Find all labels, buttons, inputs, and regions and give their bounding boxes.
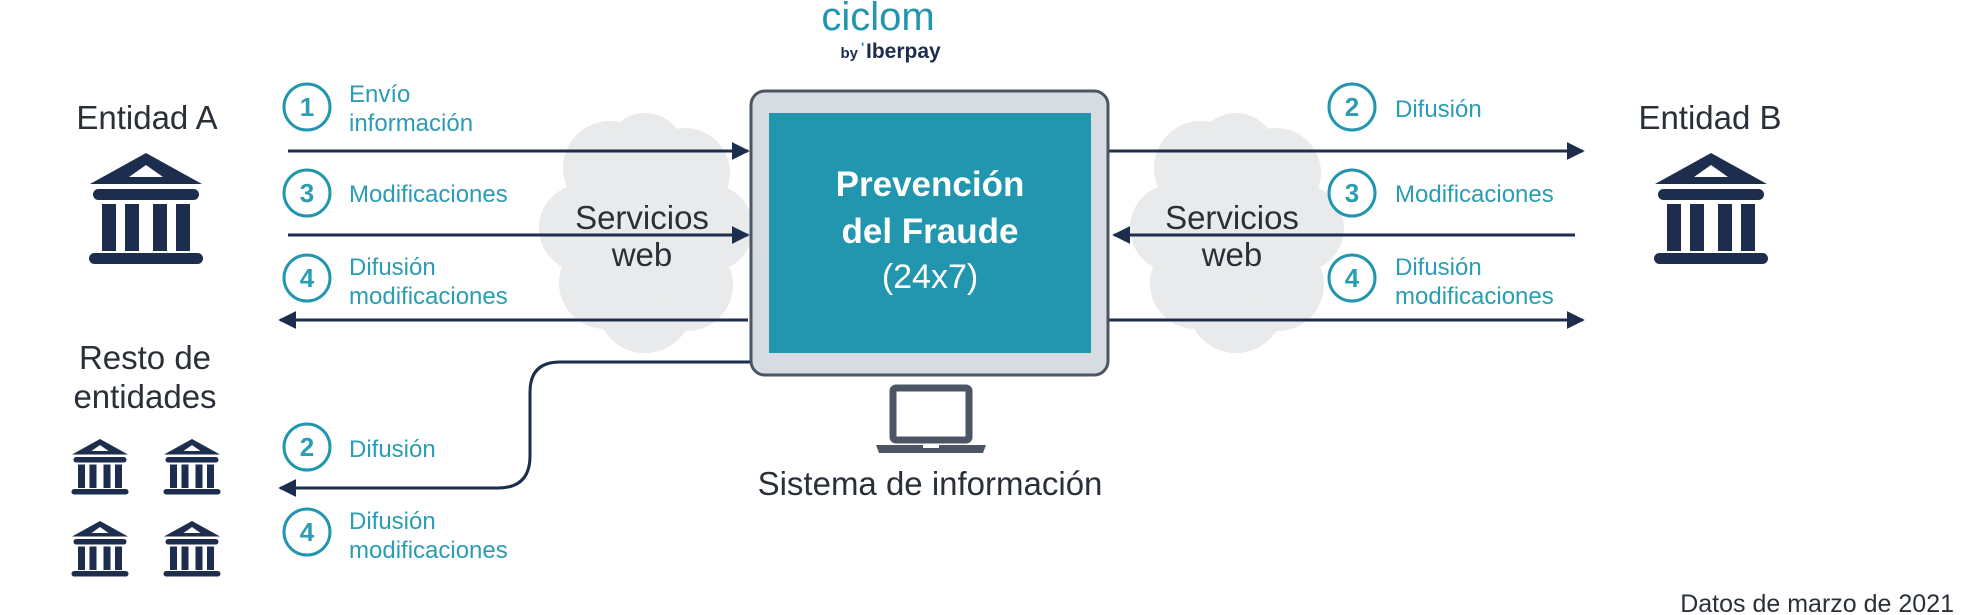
step-label: Difusión: [1395, 254, 1482, 281]
step-circle-left-3: [282, 253, 332, 303]
bank-icon-entity-a: [89, 153, 203, 264]
step-number: 2: [300, 432, 314, 462]
step-label: Difusión: [349, 254, 436, 281]
left-arrows: [278, 142, 750, 497]
step-label: Modificaciones: [1395, 181, 1554, 208]
cloud-right-label-1: Servicios: [1165, 199, 1299, 236]
center-title-1: Prevención: [836, 165, 1025, 204]
step-label: modificaciones: [349, 283, 508, 310]
step-label: Difusión: [1395, 96, 1482, 123]
step-label: información: [349, 110, 473, 137]
arrow-resto-entidades: [278, 360, 750, 497]
system-label: Sistema de información: [758, 465, 1103, 502]
cloud-left-label-1: Servicios: [575, 199, 709, 236]
step-label: Modificaciones: [349, 181, 508, 208]
step-number: 1: [300, 92, 314, 122]
logo-mark: ': [861, 39, 864, 55]
rest-label-2: entidades: [73, 378, 216, 415]
cloud-right-label-2: web: [1201, 236, 1263, 273]
step-circle-right-2: [1327, 168, 1377, 218]
step-label: Difusión: [349, 508, 436, 535]
right-arrows: [1108, 142, 1585, 329]
step-circle-rest-2: [282, 507, 332, 557]
laptop-icon: [876, 384, 986, 453]
step-circle-left-1: [282, 82, 332, 132]
step-number: 3: [300, 178, 314, 208]
ciclom-logo: ciclom by ' Iberpay: [821, 0, 941, 63]
step-circle-rest-1: [282, 422, 332, 472]
logo-name: ciclom: [821, 0, 934, 39]
step-label: modificaciones: [349, 537, 508, 564]
step-circles: [282, 82, 1377, 557]
monitor: Prevención del Fraude (24x7): [749, 89, 1110, 377]
bank-icon-entity-b: [1654, 153, 1768, 264]
center-subtitle: (24x7): [882, 258, 978, 296]
rest-label-1: Resto de: [79, 339, 211, 376]
step-label: modificaciones: [1395, 283, 1554, 310]
center-title-2: del Fraude: [842, 212, 1019, 251]
step-label: Envío: [349, 81, 410, 108]
step-number: 3: [1345, 178, 1359, 208]
bank-icon-rest-2: [163, 439, 221, 495]
step-number: 4: [1345, 263, 1360, 293]
step-label: Difusión: [349, 436, 436, 463]
step-circle-right-3: [1327, 253, 1377, 303]
footer-note: Datos de marzo de 2021: [1680, 590, 1954, 615]
entity-a-label: Entidad A: [76, 99, 217, 136]
step-circle-left-2: [282, 168, 332, 218]
logo-by: by: [840, 45, 858, 62]
step-number: 4: [300, 263, 315, 293]
step-number: 2: [1345, 92, 1359, 122]
cloud-left-label-2: web: [611, 236, 673, 273]
monitor-screen: [769, 113, 1091, 353]
step-number: 4: [300, 517, 315, 547]
entity-b-label: Entidad B: [1638, 99, 1781, 136]
step-circle-right-1: [1327, 82, 1377, 132]
bank-icon-rest-1: [71, 439, 129, 495]
logo-brand: Iberpay: [866, 40, 941, 63]
bank-icon-rest-3: [71, 521, 129, 577]
bank-icon-rest-4: [163, 521, 221, 577]
